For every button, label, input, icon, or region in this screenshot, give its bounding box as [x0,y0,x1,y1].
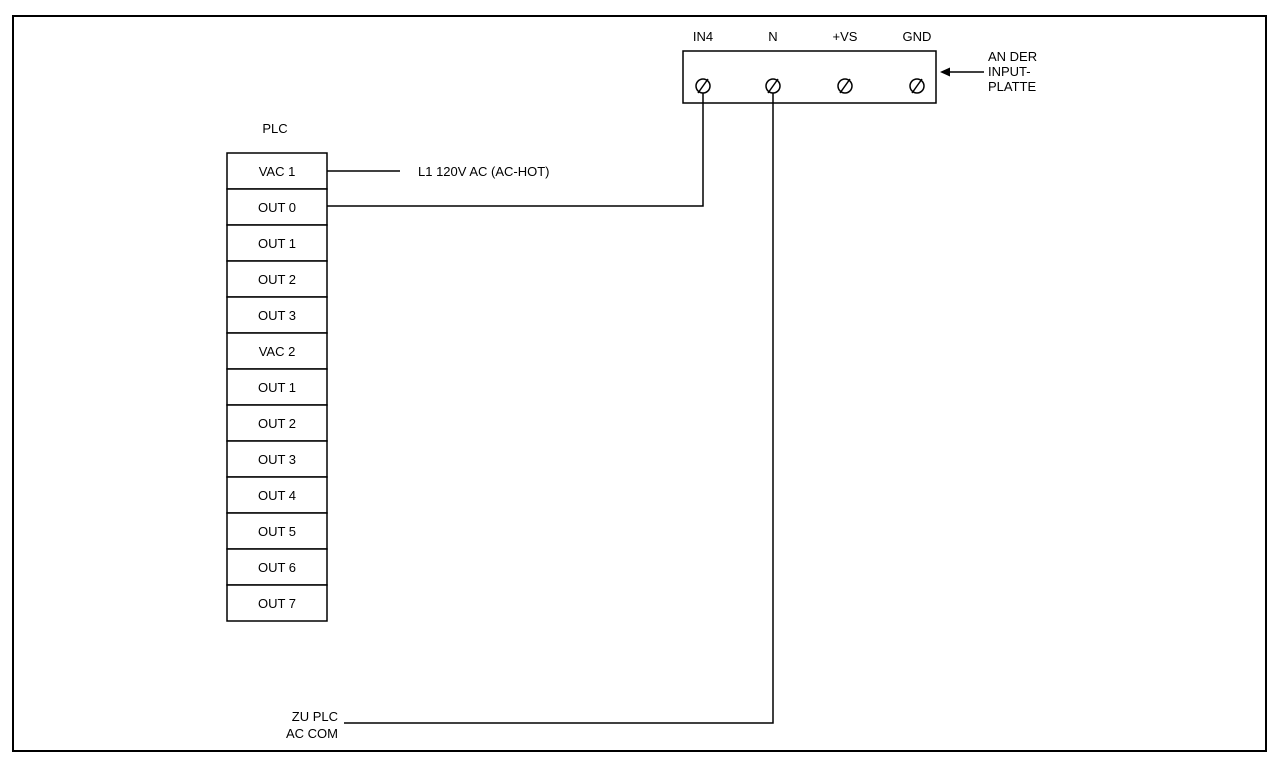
diagram-frame [12,15,1267,752]
plc-terminal-label: OUT 5 [258,524,296,539]
plc-terminal-label: OUT 1 [258,236,296,251]
plc-terminal-label: OUT 6 [258,560,296,575]
plc-terminal-label: OUT 1 [258,380,296,395]
plc-terminal-list: VAC 1 OUT 0 OUT 1 OUT 2 OUT 3 VAC 2 OUT 1 OUT 2… [226,152,328,622]
terminal-label-vs: +VS [833,29,858,44]
plc-terminal-label: OUT 2 [258,416,296,431]
plc-terminal-cell [226,512,328,550]
plc-terminal-label: OUT 0 [258,200,296,215]
plc-terminal-label: OUT 3 [258,308,296,323]
terminal-label-gnd: GND [903,29,932,44]
plc-terminal-cell [226,296,328,334]
ac-com-label-1: ZU PLC [292,709,338,724]
wires: L1 120V AC (AC-HOT) ZU PLC AC COM [286,93,774,741]
plc-terminal-cell [226,548,328,586]
plc-block: PLC VAC 1 OUT 0 OUT 1 OUT 2 OUT 3 VAC 2 OUT 1 O… [226,121,328,622]
plc-terminal-cell [226,584,328,622]
plc-terminal-label: OUT 3 [258,452,296,467]
plc-terminal-label: OUT 4 [258,488,296,503]
callout-arrow-icon [940,67,984,77]
input-board: IN4 N +VS GND AN DER INPUT- PLATTE [682,29,1037,104]
screw-terminal-icon [909,78,925,94]
plc-terminal-label: OUT 2 [258,272,296,287]
plc-terminal-cell [226,188,328,226]
plc-terminal-cell [226,476,328,514]
terminal-label-in4: IN4 [693,29,713,44]
plc-terminal-cell [226,404,328,442]
plc-terminal-cell [226,260,328,298]
terminal-label-n: N [768,29,777,44]
vac1-supply-label: L1 120V AC (AC-HOT) [418,164,550,179]
callout-line-3: PLATTE [988,79,1036,94]
plc-terminal-label: VAC 1 [259,164,296,179]
ac-com-label-2: AC COM [286,726,338,741]
callout-line-1: AN DER [988,49,1037,64]
plc-terminal-cell [226,332,328,370]
plc-title: PLC [262,121,287,136]
callout-line-2: INPUT- [988,64,1031,79]
plc-terminal-label: VAC 2 [259,344,296,359]
screw-terminal-icon [837,78,853,94]
terminal-block [682,50,937,104]
plc-terminal-label: OUT 7 [258,596,296,611]
wire-n-to-ac-com [344,93,774,724]
wire-out0-to-in4 [327,93,704,207]
